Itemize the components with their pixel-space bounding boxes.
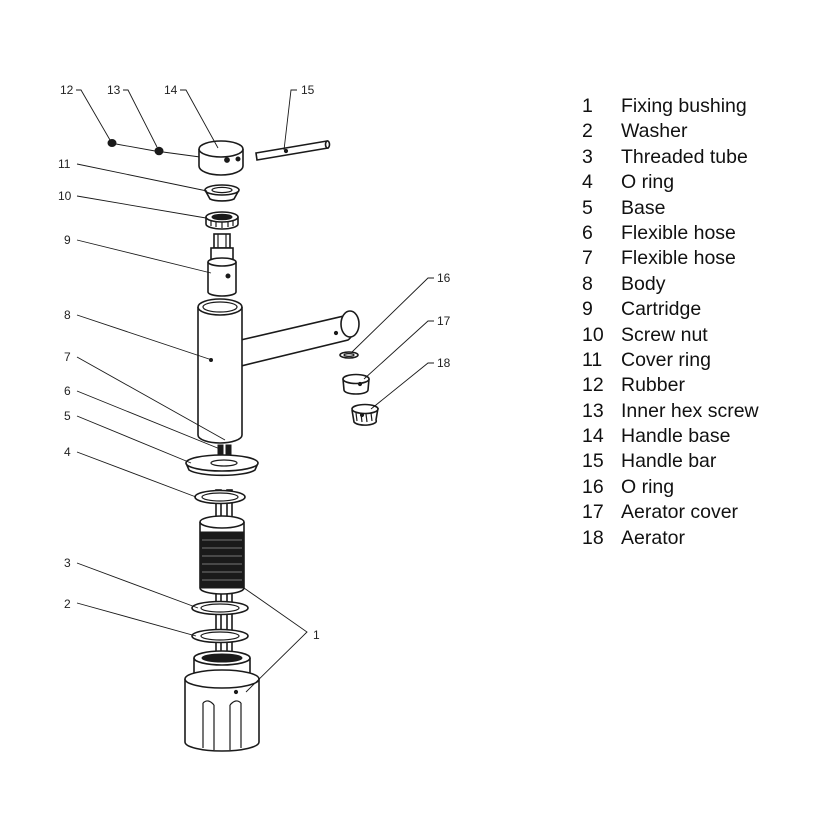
callout-9: 9 bbox=[64, 233, 71, 247]
handle-bar-part bbox=[255, 140, 331, 161]
cover-ring-part bbox=[204, 184, 240, 202]
callout-12: 12 bbox=[60, 83, 74, 97]
legend-item-number: 1 bbox=[582, 95, 593, 117]
legend-item: 4 O ring bbox=[582, 170, 759, 195]
legend-item: 17 Aerator cover bbox=[582, 500, 759, 525]
aerator-part bbox=[351, 403, 379, 426]
legend-item: 12 Rubber bbox=[582, 373, 759, 398]
legend-item: 10 Screw nut bbox=[582, 323, 759, 348]
handle-base-part bbox=[198, 140, 244, 176]
legend-item-name: Aerator bbox=[621, 526, 685, 549]
spout-o-ring-part bbox=[339, 351, 359, 359]
legend-item-name: Fixing bushing bbox=[621, 95, 747, 117]
callout-15: 15 bbox=[301, 83, 315, 97]
callout-8: 8 bbox=[64, 308, 71, 322]
callout-14: 14 bbox=[164, 83, 178, 97]
callout-1: 1 bbox=[313, 628, 320, 642]
legend-item-number: 18 bbox=[582, 526, 604, 549]
callout-16: 16 bbox=[437, 271, 451, 285]
legend-item-name: Washer bbox=[621, 120, 688, 143]
aerator-cover-part bbox=[342, 373, 370, 395]
legend-item: 1 Fixing bushing bbox=[582, 94, 759, 119]
legend-item-name: Threaded tube bbox=[621, 145, 748, 168]
legend-item: 5 Base bbox=[582, 196, 759, 221]
callout-13: 13 bbox=[107, 83, 121, 97]
inner-hex-screw-part bbox=[154, 146, 164, 156]
legend-item-name: Flexible hose bbox=[621, 221, 736, 244]
base-part bbox=[185, 454, 259, 477]
legend-item: 9 Cartridge bbox=[582, 297, 759, 322]
callout-11: 11 bbox=[58, 157, 71, 171]
legend-item: 13 Inner hex screw bbox=[582, 399, 759, 424]
o-ring-part bbox=[194, 489, 246, 505]
legend-item: 8 Body bbox=[582, 272, 759, 297]
callout-2: 2 bbox=[64, 597, 71, 611]
fixing-bushing-part bbox=[184, 650, 260, 752]
washer-part bbox=[191, 628, 249, 644]
legend-item-number: 12 bbox=[582, 374, 604, 397]
legend-item-number: 16 bbox=[582, 475, 604, 498]
legend-item: 16 O ring bbox=[582, 475, 759, 500]
rubber-part bbox=[107, 139, 117, 147]
legend-item-number: 6 bbox=[582, 221, 593, 244]
legend-item-name: Aerator cover bbox=[621, 501, 739, 524]
legend-item-name: O ring bbox=[621, 475, 675, 498]
callout-18: 18 bbox=[437, 356, 451, 370]
body-part bbox=[197, 298, 360, 444]
legend-item-name: Handle bar bbox=[621, 450, 717, 473]
legend-item-name: Inner hex screw bbox=[621, 399, 759, 422]
legend-item: 3 Threaded tube bbox=[582, 145, 759, 170]
legend-item-name: O ring bbox=[621, 171, 675, 194]
legend-item-number: 15 bbox=[582, 450, 604, 473]
callout-3: 3 bbox=[64, 556, 71, 570]
cartridge-part bbox=[207, 233, 237, 297]
callout-5: 5 bbox=[64, 409, 71, 423]
legend-item-name: Cover ring bbox=[621, 348, 711, 371]
legend-item-name: Cartridge bbox=[621, 298, 702, 321]
legend-item-number: 10 bbox=[582, 323, 604, 346]
parts-legend: 1 Fixing bushing 2 Washer 3 Threaded tube 4 O r… bbox=[582, 94, 759, 551]
threaded-tube-part bbox=[199, 515, 245, 595]
legend-item-number: 2 bbox=[582, 120, 593, 143]
callout-6: 6 bbox=[64, 384, 71, 398]
legend-item: 11 Cover ring bbox=[582, 348, 759, 373]
screw-nut-part bbox=[205, 211, 239, 230]
callout-10: 10 bbox=[58, 189, 72, 203]
washer-upper-part bbox=[191, 600, 249, 616]
legend-item-name: Screw nut bbox=[621, 323, 708, 346]
legend-item-number: 17 bbox=[582, 501, 604, 524]
legend-item-name: Rubber bbox=[621, 374, 685, 397]
legend-item-name: Flexible hose bbox=[621, 247, 736, 270]
legend-item-name: Base bbox=[621, 196, 666, 219]
legend-item-number: 9 bbox=[582, 298, 593, 321]
legend-item-number: 14 bbox=[582, 425, 604, 448]
callout-7: 7 bbox=[64, 350, 71, 364]
legend-item-number: 8 bbox=[582, 272, 593, 295]
legend-item: 18 Aerator bbox=[582, 526, 759, 551]
callout-labels: 1 2 3 4 5 6 7 8 9 10 11 12 13 14 15 16 1… bbox=[58, 83, 451, 642]
legend-item: 2 Washer bbox=[582, 119, 759, 144]
legend-item: 7 Flexible hose bbox=[582, 246, 759, 271]
legend-item-number: 4 bbox=[582, 171, 593, 194]
legend-item: 15 Handle bar bbox=[582, 449, 759, 474]
leader-lines bbox=[76, 89, 434, 693]
legend-item-number: 13 bbox=[582, 399, 604, 422]
legend-item-name: Body bbox=[621, 272, 666, 295]
callout-4: 4 bbox=[64, 445, 71, 459]
legend-item-number: 11 bbox=[582, 348, 603, 371]
legend-item-number: 7 bbox=[582, 247, 593, 270]
callout-17: 17 bbox=[437, 314, 451, 328]
legend-item-name: Handle base bbox=[621, 425, 731, 448]
legend-item-number: 5 bbox=[582, 196, 593, 219]
legend-item-number: 3 bbox=[582, 145, 593, 168]
legend-item: 6 Flexible hose bbox=[582, 221, 759, 246]
legend-item: 14 Handle base bbox=[582, 424, 759, 449]
